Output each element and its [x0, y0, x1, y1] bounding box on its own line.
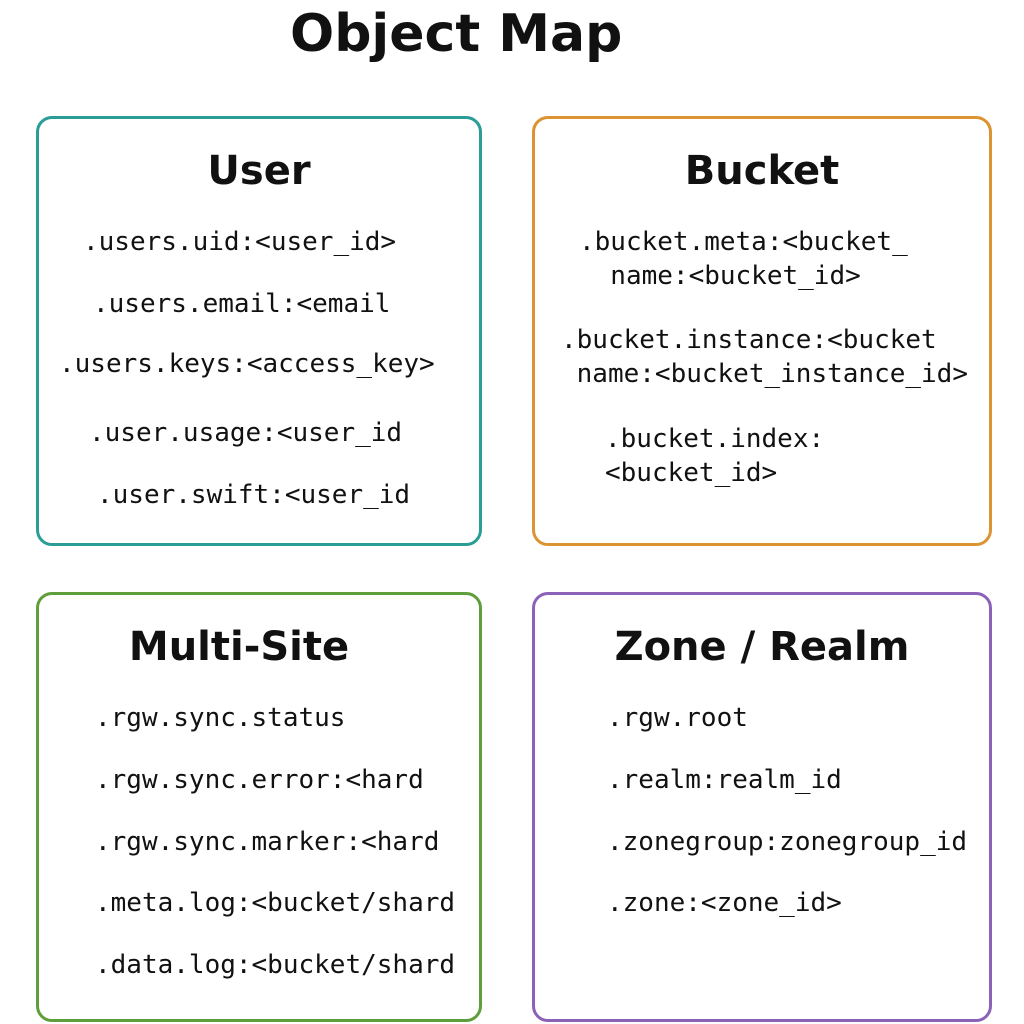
user-entry: .users.uid:<user_id> — [83, 227, 397, 257]
bucket-entry: .bucket.instance:<bucket name:<bucket_in… — [561, 325, 968, 389]
zone-entry: .rgw.root — [607, 703, 748, 733]
multisite-entry: .rgw.sync.marker:<hard — [95, 827, 440, 857]
user-entry: .user.usage:<user_id — [89, 418, 403, 448]
user-panel: User .users.uid:<user_id> .users.email:<… — [36, 116, 482, 546]
bucket-entry: .bucket.index: <bucket_id> — [605, 424, 825, 488]
zone-entry: .zone:<zone_id> — [607, 888, 842, 918]
multisite-entry: .rgw.sync.status — [95, 703, 346, 733]
bucket-entry: .bucket.meta:<bucket_ name:<bucket_id> — [579, 227, 908, 291]
user-entry: .user.swift:<user_id — [97, 480, 411, 510]
user-entry: .users.keys:<access_key> — [59, 349, 435, 379]
multisite-entry: .meta.log:<bucket/shard — [95, 888, 456, 918]
user-panel-title: User — [207, 148, 311, 194]
multisite-panel-title: Multi-Site — [128, 624, 350, 670]
user-entry: .users.email:<email — [93, 289, 391, 319]
bucket-panel-title: Bucket — [684, 148, 840, 194]
multisite-panel: Multi-Site .rgw.sync.status .rgw.sync.er… — [36, 592, 482, 1022]
multisite-entry: .rgw.sync.error:<hard — [95, 765, 424, 795]
zone-entry: .realm:realm_id — [607, 765, 842, 795]
zone-realm-panel: Zone / Realm .rgw.root .realm:realm_id .… — [532, 592, 992, 1022]
zone-entry: .zonegroup:zonegroup_id — [607, 827, 968, 857]
multisite-entry: .data.log:<bucket/shard — [95, 950, 456, 980]
page-title: Object Map — [290, 4, 623, 64]
zone-realm-panel-title: Zone / Realm — [614, 624, 910, 670]
bucket-panel: Bucket .bucket.meta:<bucket_ name:<bucke… — [532, 116, 992, 546]
